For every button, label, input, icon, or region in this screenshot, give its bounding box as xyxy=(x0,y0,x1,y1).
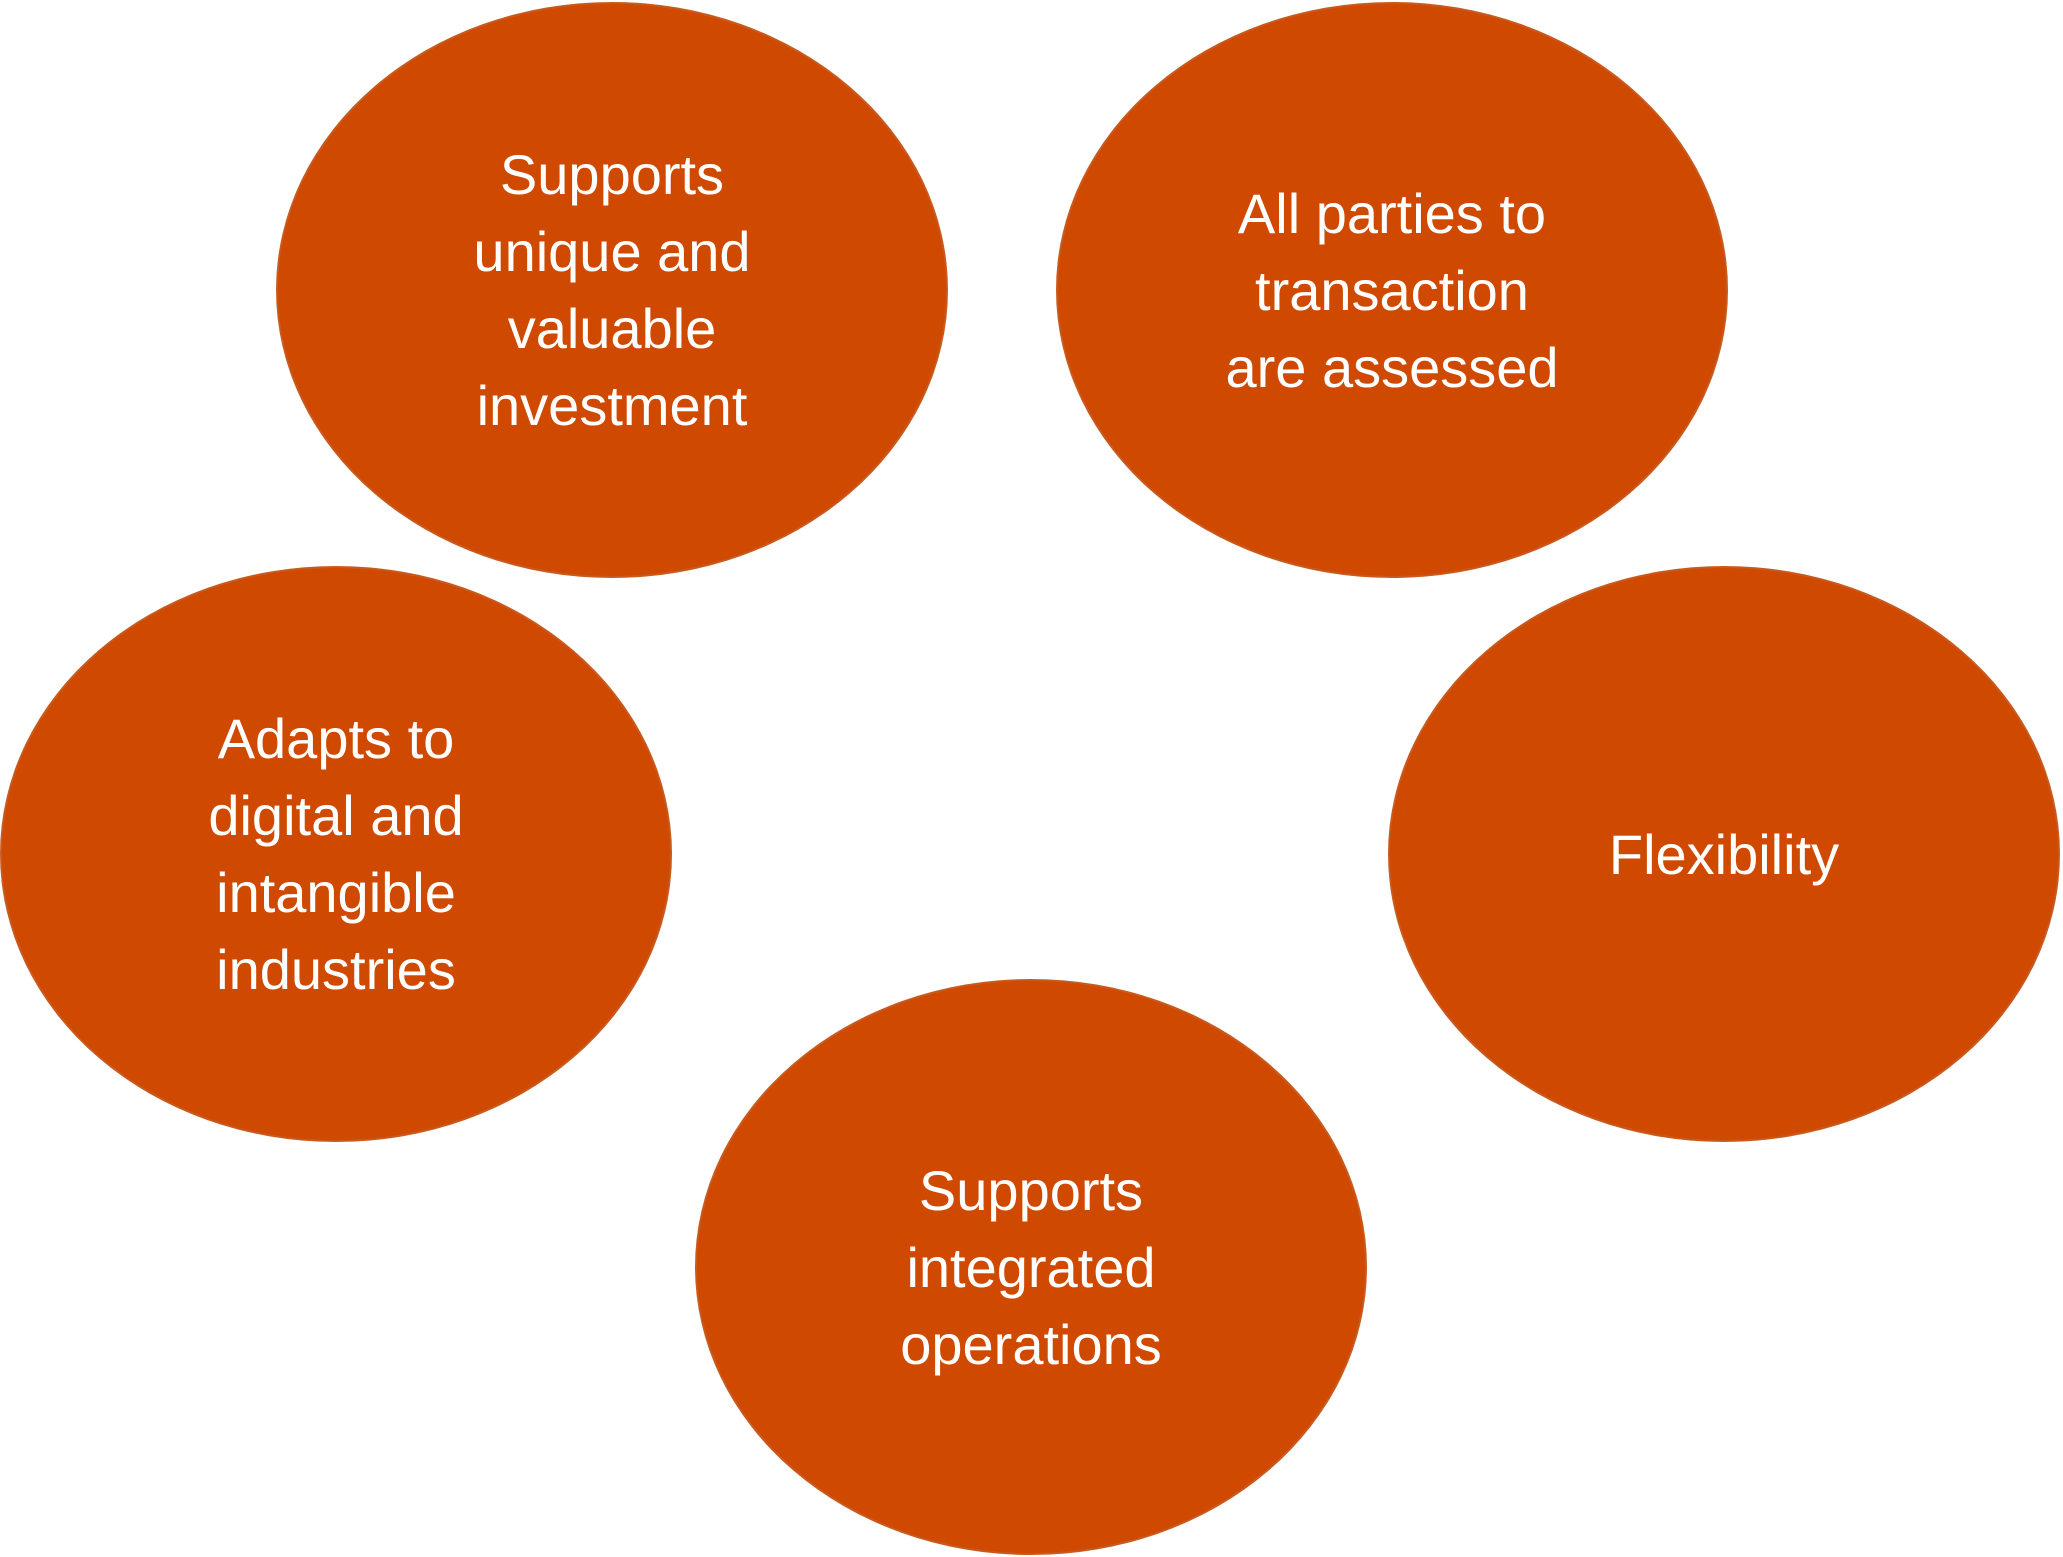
node-label-flexibility: Flexibility xyxy=(1608,822,1840,886)
node-flexibility: Flexibility xyxy=(1388,566,2060,1142)
node-label-integrated-operations: Supports integrated operations xyxy=(900,1158,1162,1376)
node-label-parties-assessed: All parties to transaction are assessed xyxy=(1225,181,1559,399)
node-unique-investment: Supports unique and valuable investment xyxy=(276,2,948,578)
node-label-digital-intangible: Adapts to digital and intangible industr… xyxy=(208,707,464,1001)
node-parties-assessed: All parties to transaction are assessed xyxy=(1056,2,1728,578)
node-integrated-operations: Supports integrated operations xyxy=(695,979,1367,1555)
node-digital-intangible: Adapts to digital and intangible industr… xyxy=(0,566,672,1142)
node-label-unique-investment: Supports unique and valuable investment xyxy=(473,143,751,437)
